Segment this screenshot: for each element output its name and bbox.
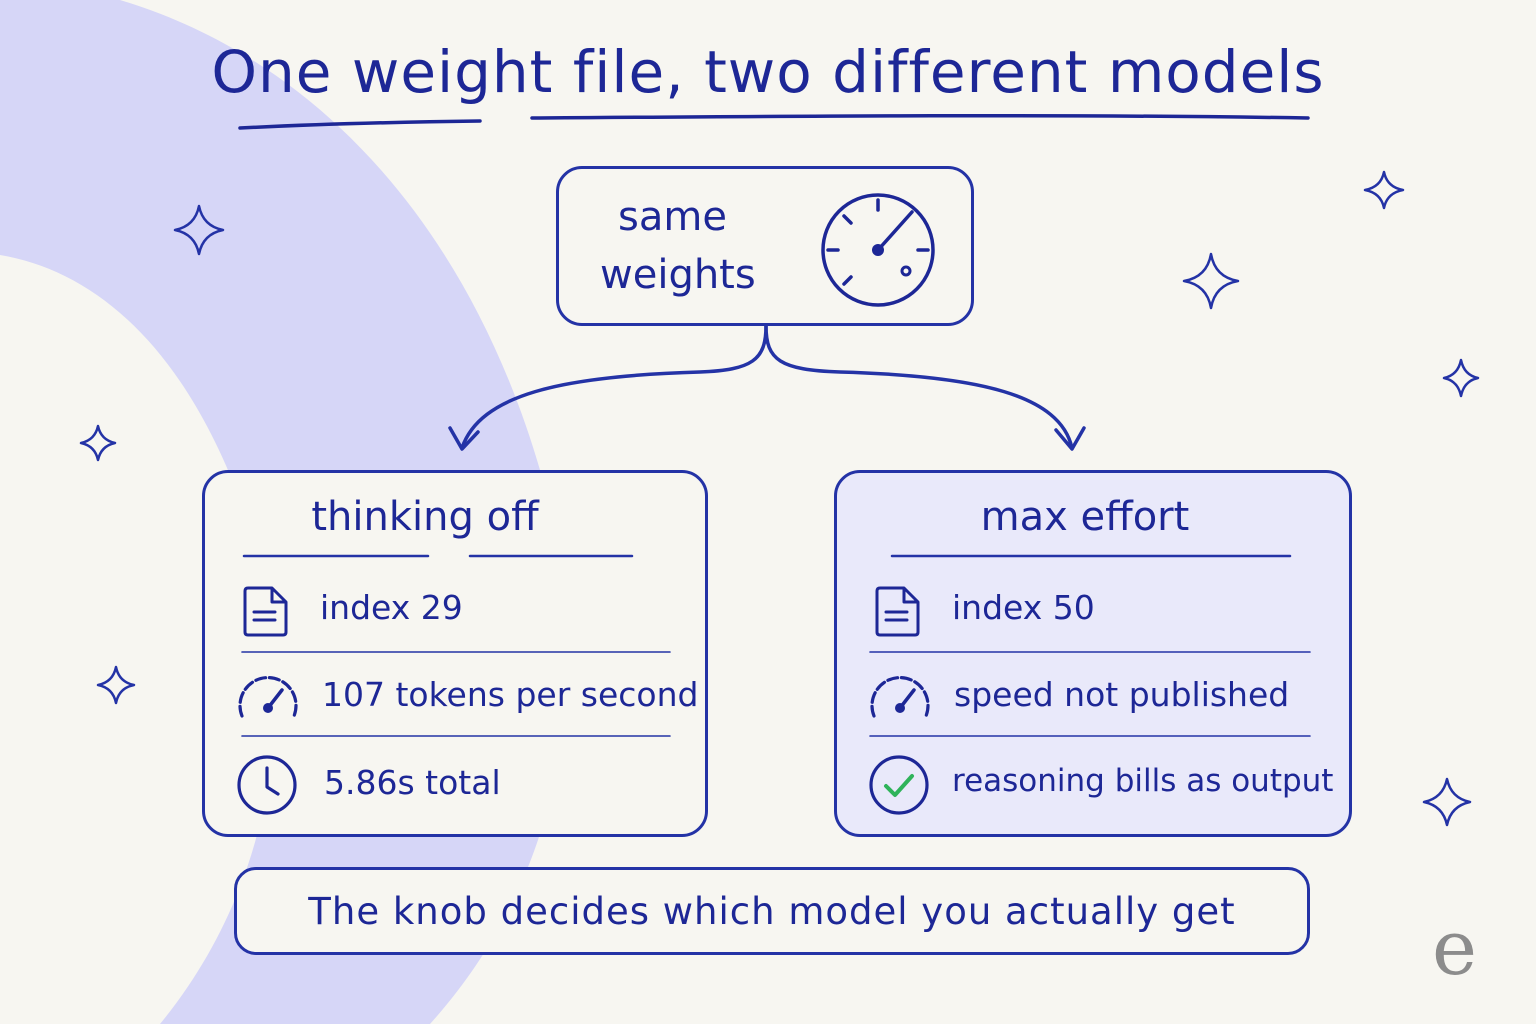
arrow-to-left-panel <box>460 324 768 450</box>
sparkle-icon <box>173 204 225 256</box>
dial-knob-icon <box>821 193 935 307</box>
right-panel-dividers <box>869 554 1311 737</box>
speedometer-icon <box>870 676 930 718</box>
left-row-speed: 107 tokens per second <box>322 675 699 714</box>
clock-icon <box>237 755 297 815</box>
same-weights-box <box>556 166 974 326</box>
page-title: One weight file, two different models <box>211 38 1325 106</box>
speedometer-icon <box>238 676 298 718</box>
right-row-index: index 50 <box>952 588 1095 627</box>
left-row-index: index 29 <box>320 588 463 627</box>
brand-logo: e <box>1432 903 1477 992</box>
thinking-off-panel <box>202 470 708 837</box>
max-effort-panel <box>834 470 1352 837</box>
left-panel-dividers <box>241 554 671 737</box>
footer-box <box>234 867 1310 955</box>
footer-text: The knob decides which model you actuall… <box>308 890 1236 933</box>
right-row-speed: speed not published <box>954 675 1290 714</box>
sparkle-icon <box>1442 358 1480 398</box>
sparkle-icon <box>1182 252 1240 310</box>
thinking-off-title: thinking off <box>311 494 539 540</box>
left-row-total: 5.86s total <box>324 763 501 802</box>
sparkle-icon <box>79 424 117 462</box>
arrow-head-right <box>1054 426 1086 451</box>
document-icon <box>875 586 920 637</box>
check-circle-icon <box>869 755 929 815</box>
same-weights-label: same weights <box>600 188 800 304</box>
document-icon <box>243 586 288 637</box>
arrow-head-left <box>448 426 480 451</box>
arrow-to-right-panel <box>764 324 1074 450</box>
sparkle-icon <box>96 665 136 705</box>
right-row-reasoning: reasoning bills as output <box>952 763 1334 799</box>
title-underline <box>238 113 1310 130</box>
sparkle-icon <box>1422 777 1472 827</box>
same-weights-label-line2: weights <box>600 252 756 298</box>
sparkle-icon <box>1363 170 1405 210</box>
max-effort-title: max effort <box>980 494 1190 540</box>
same-weights-label-line1: same <box>618 194 727 240</box>
